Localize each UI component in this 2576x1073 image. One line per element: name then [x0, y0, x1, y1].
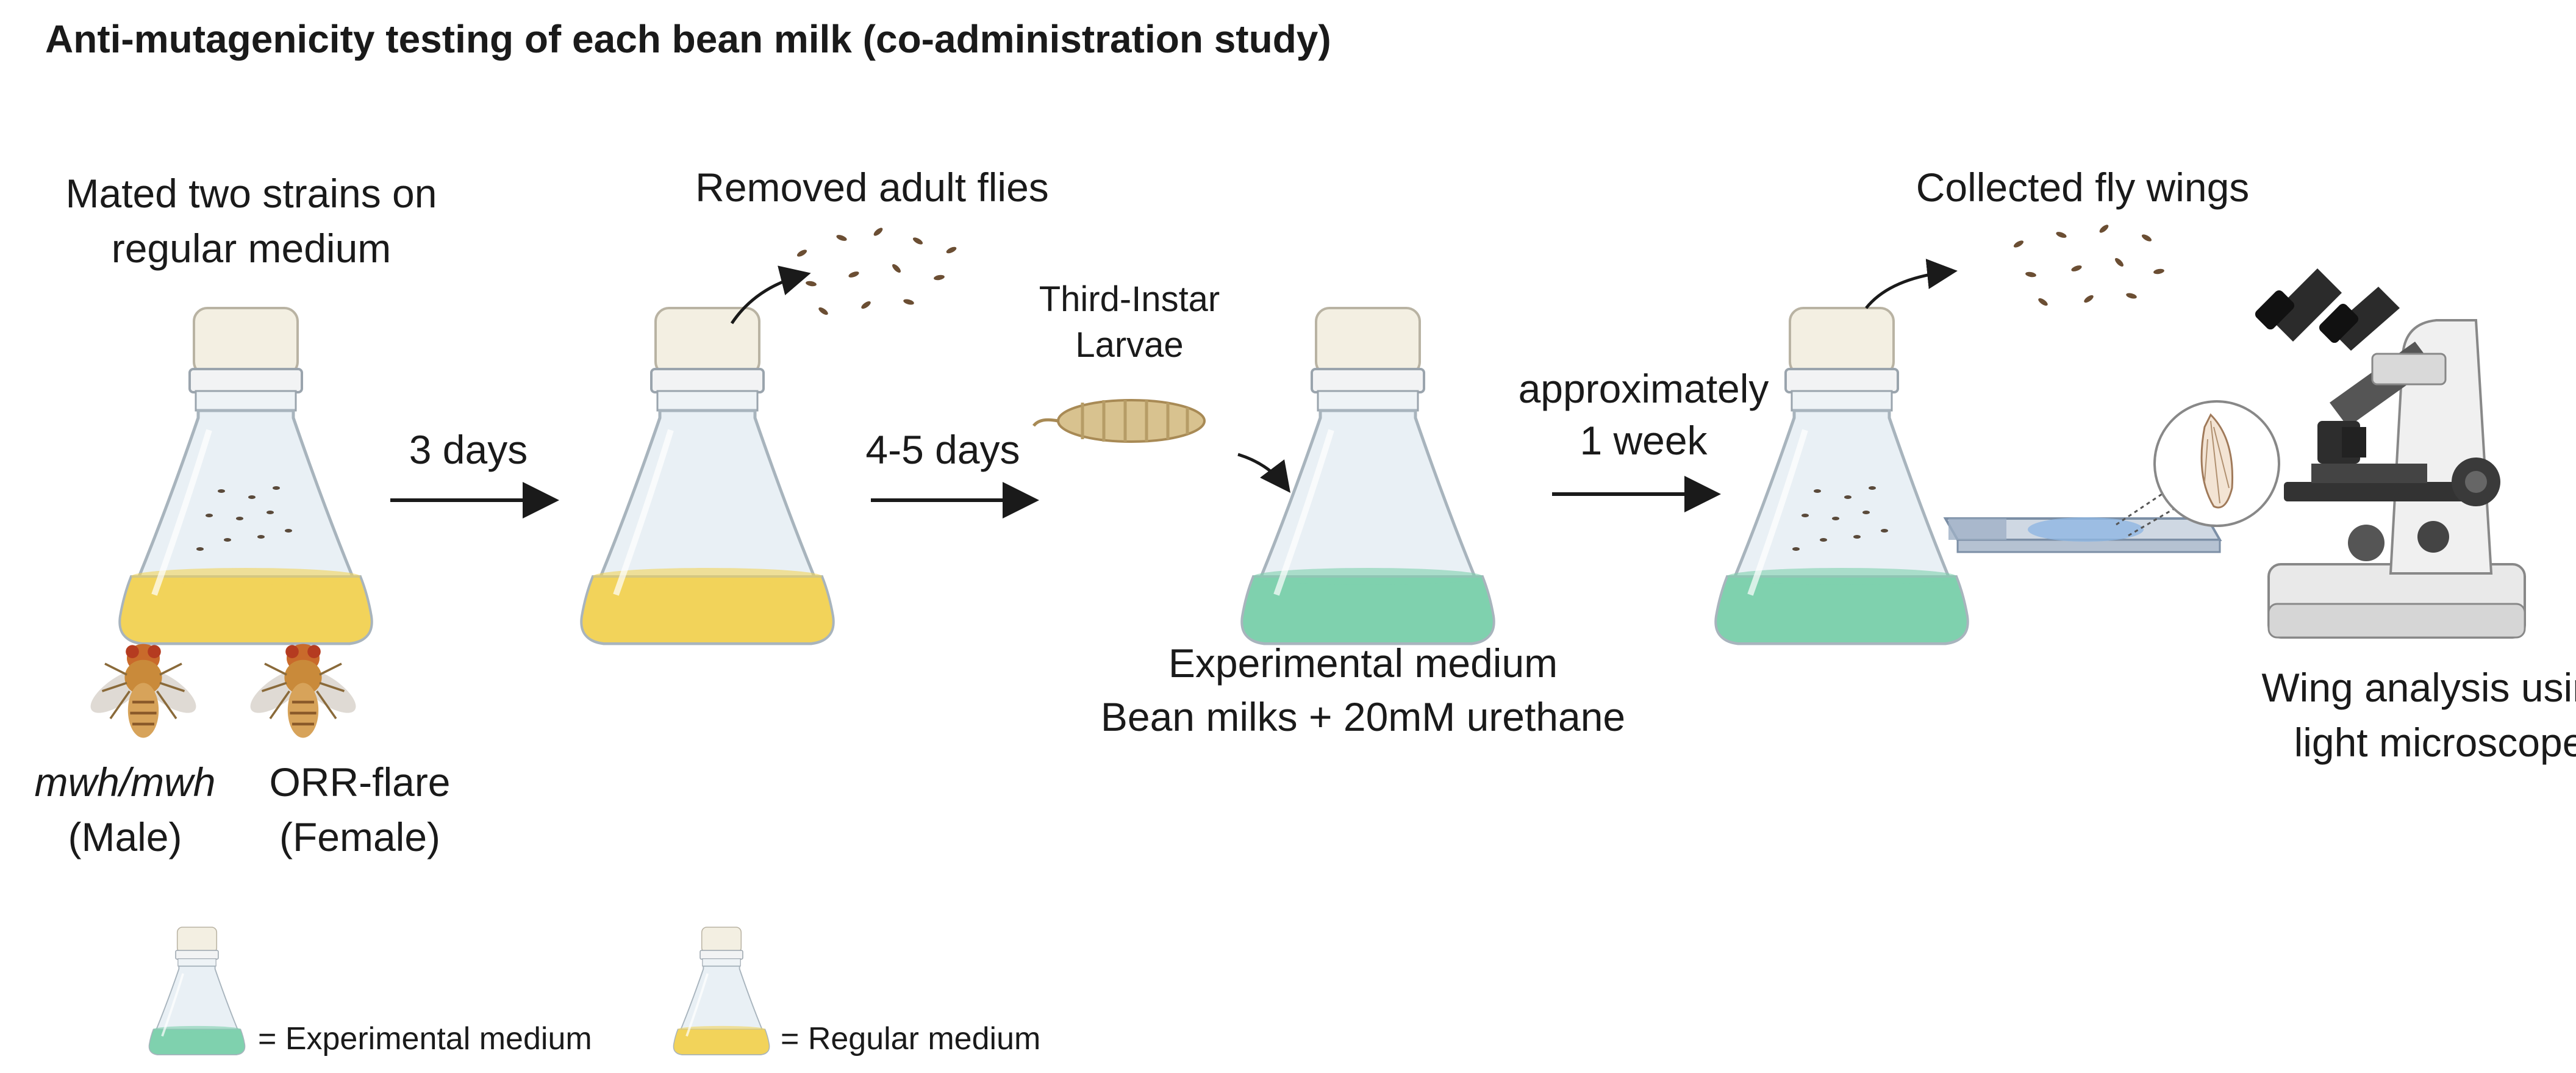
fly-icon	[84, 644, 202, 738]
microscope-icon	[2255, 268, 2526, 639]
slide-icon	[1943, 462, 2222, 553]
strain-female-sex: (Female)	[279, 814, 440, 859]
flask-icon	[581, 308, 834, 644]
diagram-title: Anti-mutagenicity testing of each bean m…	[45, 17, 1331, 61]
strain-male-sex: (Male)	[68, 814, 182, 859]
legend-experimental-label: = Experimental medium	[258, 1021, 592, 1057]
flask-icon	[1242, 308, 1494, 644]
experimental-medium-label-line1: Experimental medium	[1168, 641, 1558, 686]
arrow-1-label: 3 days	[409, 427, 528, 472]
legend: = Experimental medium = Regular medium	[148, 926, 1040, 1057]
arrow-icon	[1865, 259, 1958, 309]
legend-experimental-flask-icon	[148, 926, 246, 1056]
arrow-3-label-line2: 1 week	[1580, 418, 1708, 463]
escaping-flies	[796, 228, 957, 315]
flask-icon	[1716, 308, 1968, 644]
arrow-icon	[1237, 453, 1291, 493]
strain-female-name: ORR-flare	[269, 759, 450, 805]
arrow-icon	[730, 265, 811, 325]
arrow-2-label: 4-5 days	[865, 427, 1020, 472]
analysis-label-line1: Wing analysis using	[2261, 665, 2576, 710]
step-mate-label-line1: Mated two strains on	[66, 171, 437, 216]
arrow-3-label-line1: approximately	[1519, 366, 1769, 411]
strain-male-name: mwh/mwh	[34, 759, 215, 805]
fly-icon	[244, 644, 362, 738]
larvae-label-line1: Third-Instar	[1039, 279, 1220, 319]
larvae-label-line2: Larvae	[1075, 325, 1183, 365]
flask-icon	[120, 308, 372, 644]
step-remove-label: Removed adult flies	[695, 165, 1049, 210]
legend-regular-label: = Regular medium	[781, 1021, 1040, 1057]
flying-wings	[2013, 224, 2164, 306]
wing-icon	[2153, 400, 2280, 527]
analysis-label-line2: light microscope	[2294, 720, 2576, 765]
experimental-medium-label-line2: Bean milks + 20mM urethane	[1101, 694, 1625, 739]
legend-regular-flask-icon	[672, 926, 771, 1056]
larva-icon	[1032, 399, 1206, 443]
step-mate-label-line2: regular medium	[112, 226, 392, 271]
step-collect-label: Collected fly wings	[1916, 165, 2250, 210]
